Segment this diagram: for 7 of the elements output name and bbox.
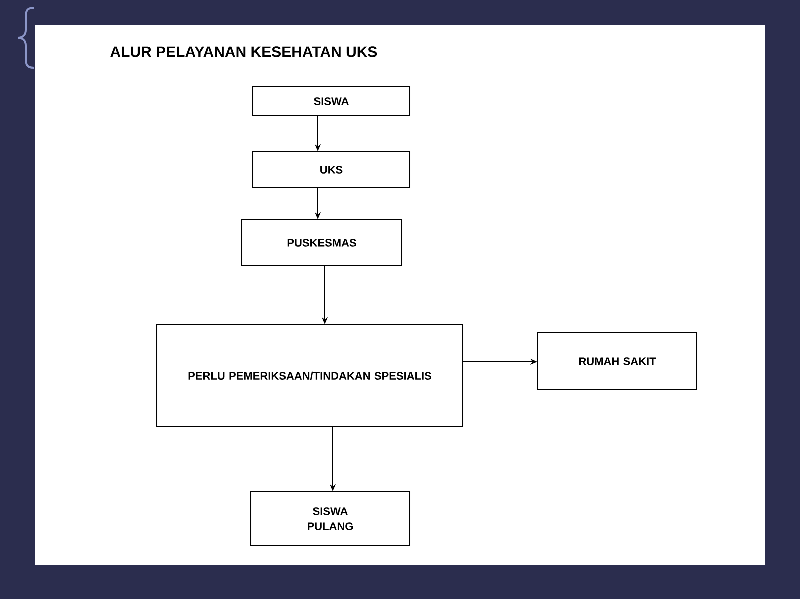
process-box: RUMAH SAKIT xyxy=(538,332,698,390)
process-box: PERLU PEMERIKSAAN/TINDAKAN SPESIALIS xyxy=(156,324,464,428)
title: ALUR PELAYANAN KESEHATAN UKS xyxy=(110,46,378,58)
process-box: PUSKESMAS xyxy=(242,220,402,266)
process-box: SISWA xyxy=(252,86,410,116)
process-box: UKS xyxy=(252,152,410,188)
process-box: SISWA PULANG xyxy=(250,492,410,546)
